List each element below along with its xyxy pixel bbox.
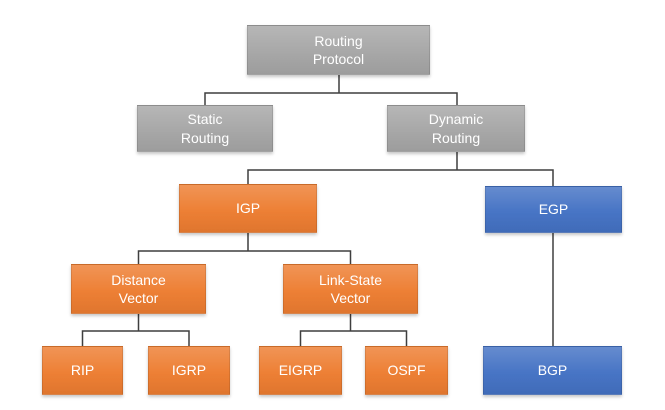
connector-root-to-row2 — [204, 75, 458, 105]
connector-lsv-to-leaves — [299, 314, 408, 346]
connector-igp-to-row4 — [137, 233, 352, 264]
connector-dynamic-to-row3 — [247, 152, 554, 186]
node-link-state-vector: Link-State Vector — [283, 264, 418, 314]
node-igp: IGP — [179, 184, 317, 233]
node-egp: EGP — [485, 186, 622, 233]
node-dynamic-routing: Dynamic Routing — [387, 105, 525, 152]
node-eigrp: EIGRP — [259, 346, 342, 395]
node-routing-protocol: Routing Protocol — [247, 25, 430, 75]
node-ospf: OSPF — [365, 346, 448, 395]
connector-dv-to-leaves — [81, 314, 190, 346]
node-distance-vector: Distance Vector — [71, 264, 206, 314]
node-bgp: BGP — [483, 346, 622, 395]
node-static-routing: Static Routing — [137, 105, 273, 152]
node-igrp: IGRP — [148, 346, 230, 395]
node-rip: RIP — [42, 346, 123, 395]
